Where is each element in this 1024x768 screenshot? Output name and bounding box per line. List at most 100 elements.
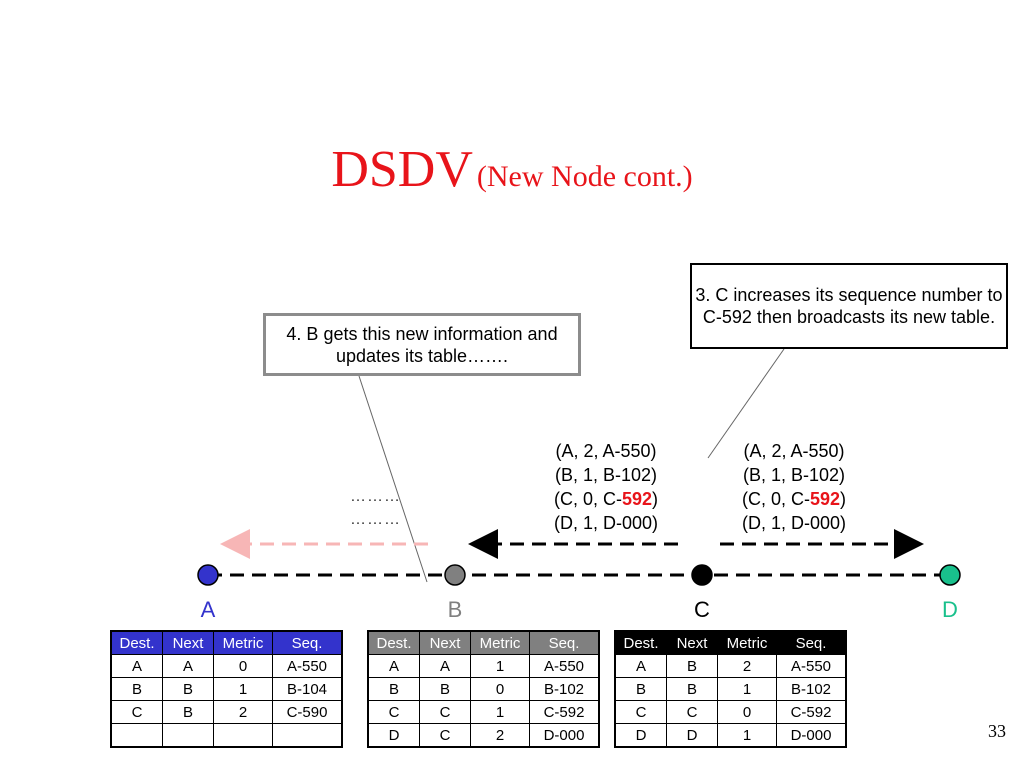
table-cell: C-590 xyxy=(272,700,343,724)
msg-line-c: (C, 0, C-592) xyxy=(553,489,659,509)
table-cell: D xyxy=(614,723,667,748)
table-cell: 1 xyxy=(470,654,530,678)
table-cell: B xyxy=(666,677,718,701)
table-cell: C xyxy=(666,700,718,724)
table-cell: B-104 xyxy=(272,677,343,701)
table-cell: 1 xyxy=(470,700,530,724)
table-cell: A xyxy=(614,654,667,678)
table-cell: D-000 xyxy=(529,723,600,748)
table-cell: A xyxy=(162,654,214,678)
table-cell: C xyxy=(419,723,471,748)
table-cell: 2 xyxy=(717,654,777,678)
table-cell xyxy=(213,723,273,748)
table-header-cell: Dest. xyxy=(367,630,420,655)
msg-line-c: (C, 0, C-592) xyxy=(741,489,847,509)
slide-title: DSDV (New Node cont.) xyxy=(0,140,1024,199)
table-cell: 1 xyxy=(717,677,777,701)
page-number: 33 xyxy=(988,721,1006,741)
node-label-a: A xyxy=(200,597,216,622)
table-cell: B xyxy=(162,700,214,724)
node-c-circle xyxy=(691,564,713,586)
table-cell: A-550 xyxy=(776,654,847,678)
ellipsis-dots: ……… xyxy=(350,511,401,528)
table-cell: A-550 xyxy=(529,654,600,678)
table-cell: D xyxy=(666,723,718,748)
table-cell xyxy=(162,723,214,748)
broadcast-message-left: (A, 2, A-550) (B, 1, B-102) (C, 0, C-592… xyxy=(538,439,674,535)
table-header-cell: Next xyxy=(666,630,718,655)
table-cell: B xyxy=(162,677,214,701)
table-header-cell: Seq. xyxy=(529,630,600,655)
table-cell: B xyxy=(666,654,718,678)
table-cell: 2 xyxy=(213,700,273,724)
broadcast-message-right: (A, 2, A-550) (B, 1, B-102) (C, 0, C-592… xyxy=(726,439,862,535)
table-header-cell: Metric xyxy=(717,630,777,655)
callout-c-broadcast: 3. C increases its sequence number to C-… xyxy=(690,263,1008,349)
node-label-d: D xyxy=(942,597,958,622)
table-cell: A-550 xyxy=(272,654,343,678)
callout-c-connector xyxy=(707,348,785,459)
msg-line: (A, 2, A-550) xyxy=(743,441,845,461)
table-cell: C xyxy=(614,700,667,724)
table-header-cell: Seq. xyxy=(272,630,343,655)
table-cell: B xyxy=(419,677,471,701)
table-cell: B-102 xyxy=(776,677,847,701)
table-header-cell: Metric xyxy=(213,630,273,655)
node-d-circle xyxy=(939,564,961,586)
table-cell xyxy=(110,723,163,748)
table-cell: 1 xyxy=(717,723,777,748)
node-label-b: B xyxy=(447,597,463,622)
table-header-cell: Dest. xyxy=(614,630,667,655)
table-cell: C-592 xyxy=(529,700,600,724)
msg-line: (B, 1, B-102) xyxy=(742,465,846,485)
msg-line: (D, 1, D-000) xyxy=(553,513,659,533)
table-cell: 1 xyxy=(213,677,273,701)
table-header-cell: Metric xyxy=(470,630,530,655)
title-main: DSDV xyxy=(331,141,473,198)
table-row xyxy=(110,723,343,748)
table-header-cell: Dest. xyxy=(110,630,163,655)
table-cell: 2 xyxy=(470,723,530,748)
table-cell: A xyxy=(419,654,471,678)
table-cell: A xyxy=(367,654,420,678)
callout-c-text: 3. C increases its sequence number to C-… xyxy=(695,285,1003,327)
title-subtitle: (New Node cont.) xyxy=(476,160,693,193)
table-cell: D xyxy=(367,723,420,748)
node-a-circle xyxy=(197,564,219,586)
table-cell: 0 xyxy=(213,654,273,678)
node-b-circle xyxy=(444,564,466,586)
callout-b-update: 4. B gets this new information and updat… xyxy=(263,313,581,376)
table-cell: D-000 xyxy=(776,723,847,748)
seq-highlight: 592 xyxy=(809,489,841,509)
table-cell: B xyxy=(614,677,667,701)
table-cell: B xyxy=(367,677,420,701)
table-cell: 0 xyxy=(717,700,777,724)
table-cell: C xyxy=(419,700,471,724)
msg-line: (A, 2, A-550) xyxy=(555,441,657,461)
ellipsis-dots: ……… xyxy=(350,488,401,505)
msg-line: (D, 1, D-000) xyxy=(741,513,847,533)
table-cell: C xyxy=(367,700,420,724)
callout-b-connector xyxy=(358,375,428,583)
table-cell xyxy=(272,723,343,748)
node-label-c: C xyxy=(694,597,710,622)
seq-highlight: 592 xyxy=(621,489,653,509)
table-cell: C xyxy=(110,700,163,724)
table-header-cell: Next xyxy=(419,630,471,655)
table-cell: B xyxy=(110,677,163,701)
